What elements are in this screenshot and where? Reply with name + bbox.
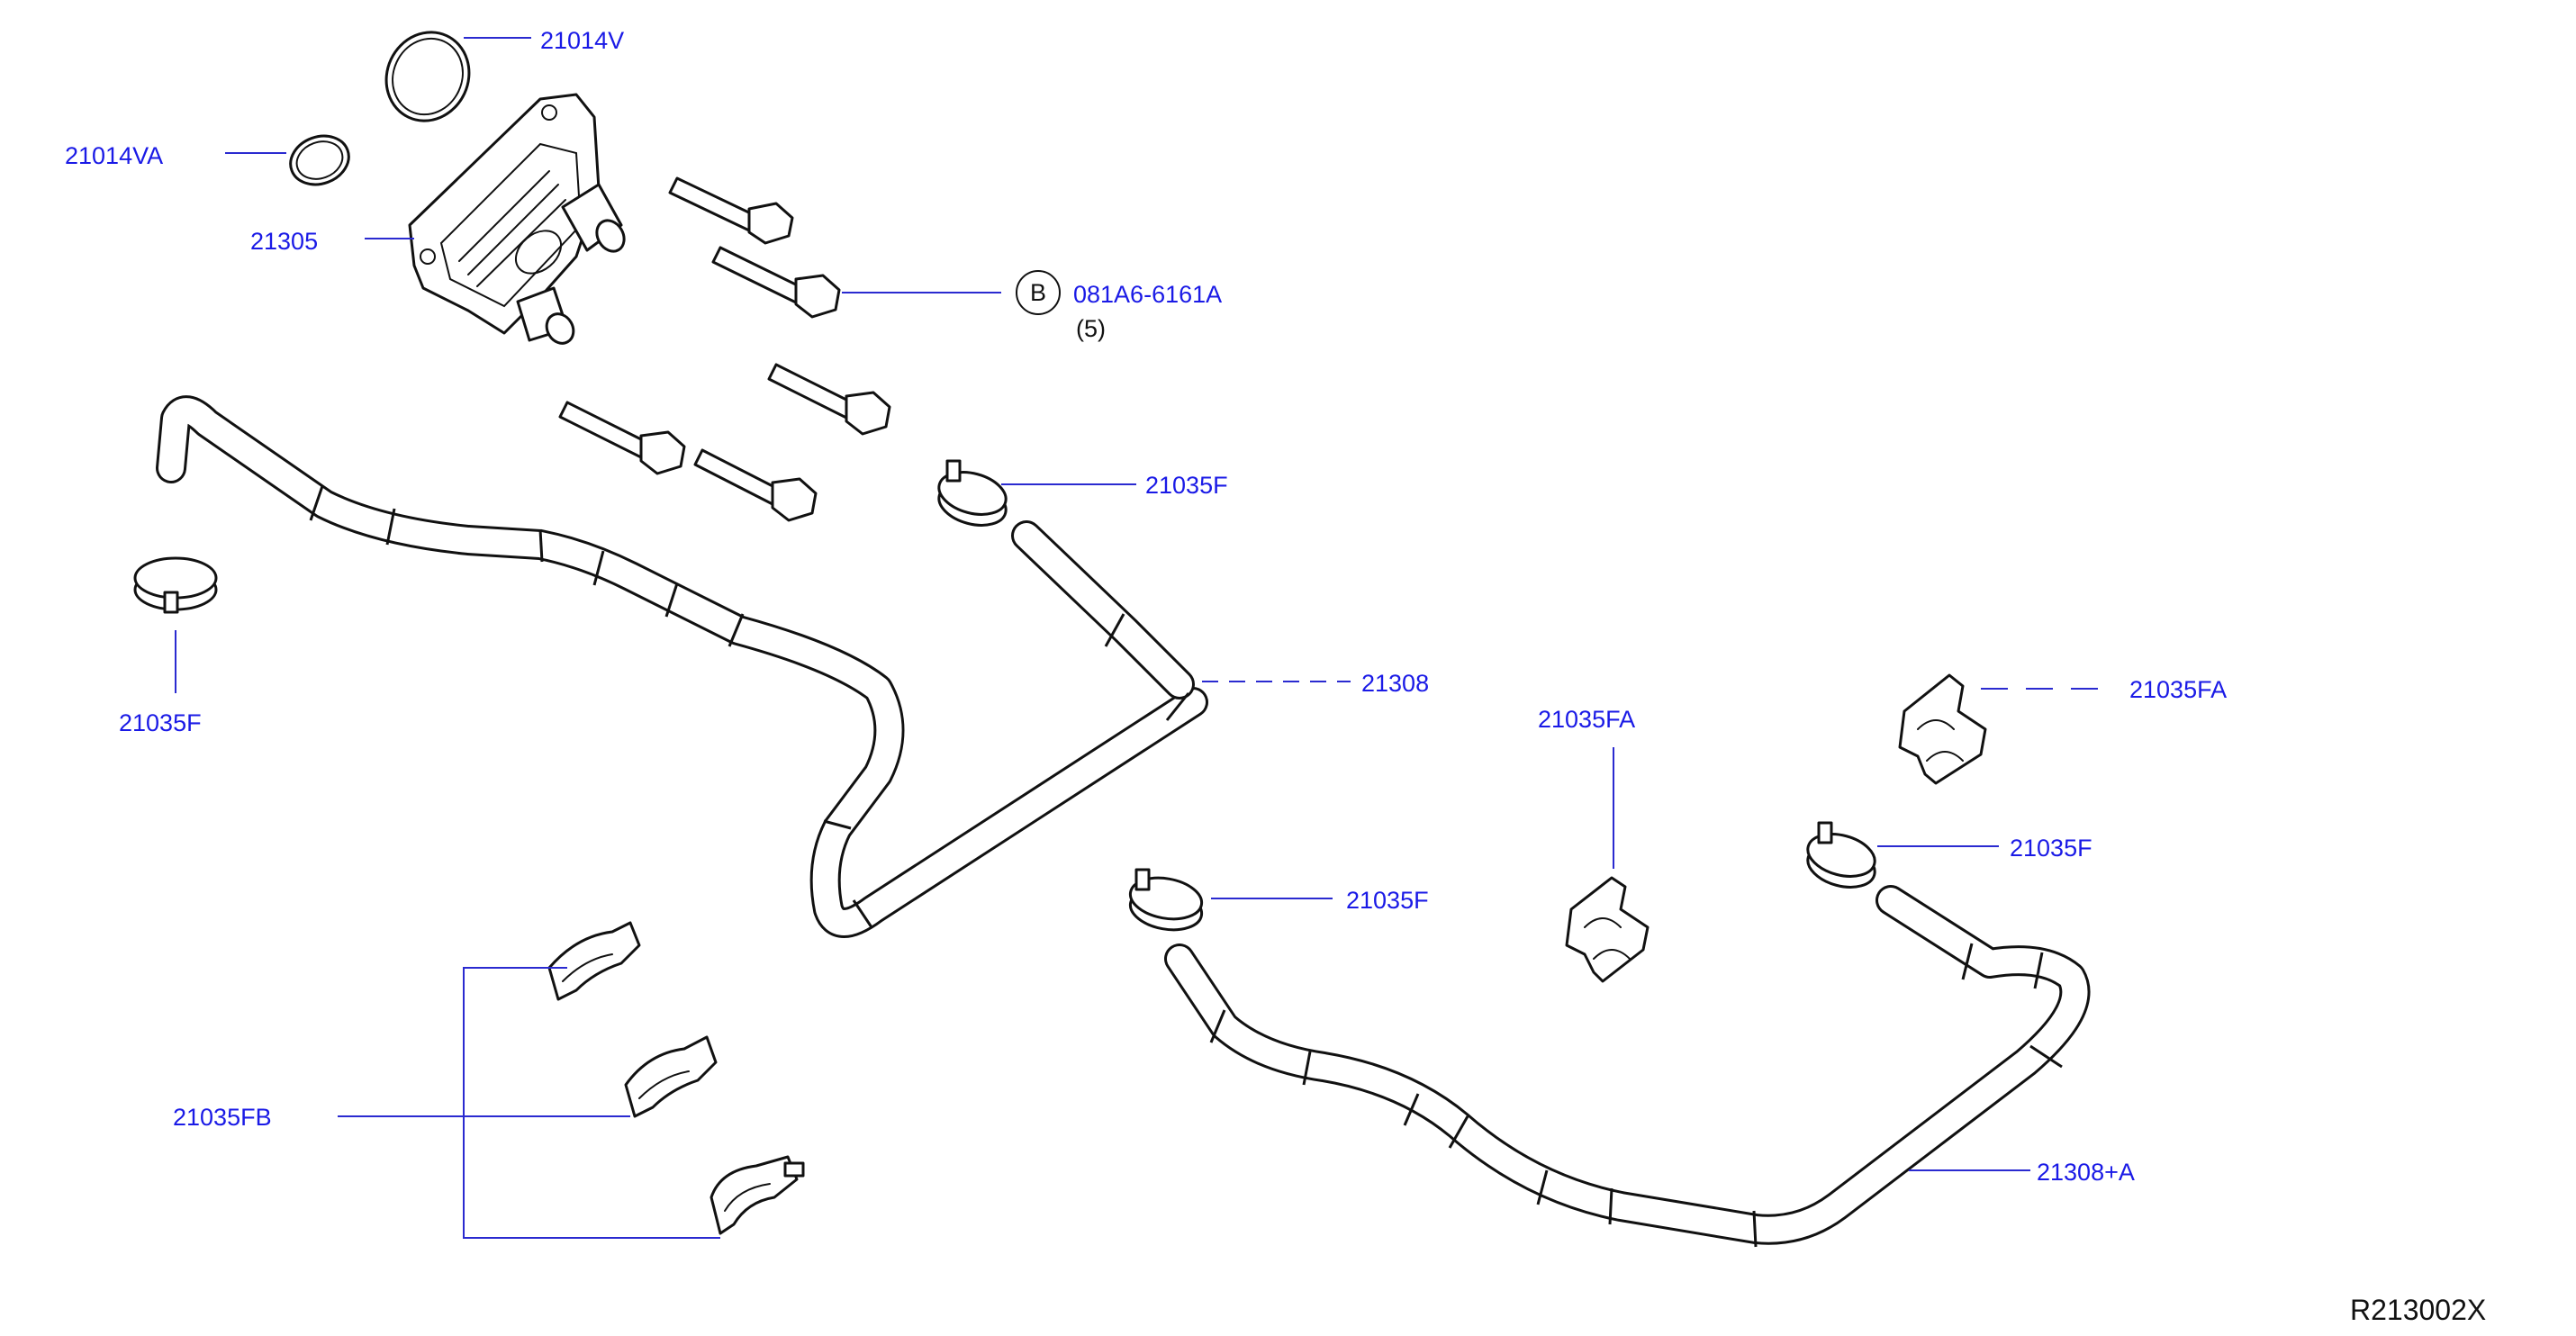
hose-upper[interactable] [156,395,1208,938]
diagram-id: R213002X [2350,1294,2486,1326]
label-clamp-top-right[interactable]: 21035F [1145,472,1228,499]
clip-center[interactable] [1565,876,1650,983]
bolt-4 [558,401,686,475]
clamp-top-right[interactable] [935,459,1011,532]
label-bolt-qty: (5) [1076,315,1106,342]
bolt-1 [668,176,794,245]
label-hose-lower[interactable]: 21308+A [2037,1159,2135,1186]
bolt-2 [711,246,841,319]
bolt-symbol-letter: B [1030,279,1046,306]
clamp-left[interactable] [133,556,218,614]
clip-right[interactable] [1898,673,1987,785]
label-clamp-right-lower[interactable]: 21035F [2010,835,2092,862]
o-ring-large[interactable] [372,19,484,135]
o-ring-small[interactable] [284,128,356,192]
label-clip-right[interactable]: 21035FA [2129,676,2227,703]
clip-fb-3[interactable] [710,1155,805,1235]
label-hose-upper[interactable]: 21308 [1361,670,1429,697]
bolt-callout-symbol: B [1016,270,1061,315]
bolts-group[interactable] [558,176,891,522]
bolt-3 [767,363,891,436]
bolt-5 [693,448,818,522]
label-oring-small[interactable]: 21014VA [65,142,163,169]
clamp-mid[interactable] [1127,868,1205,935]
label-clips-group[interactable]: 21035FB [173,1104,272,1131]
label-clamp-left[interactable]: 21035F [119,709,202,736]
clip-fb-1[interactable] [547,921,641,1001]
hose-lower[interactable] [1164,885,2091,1248]
label-clip-center[interactable]: 21035FA [1538,706,1635,733]
clip-fb-2[interactable] [624,1035,718,1118]
label-bolt[interactable]: 081A6-6161A [1073,281,1222,308]
label-clamp-mid[interactable]: 21035F [1346,887,1429,914]
label-oil-cooler[interactable]: 21305 [250,228,318,255]
label-oring-large[interactable]: 21014V [540,27,624,54]
oil-cooler[interactable] [408,93,629,348]
clamp-right-lower[interactable] [1803,821,1880,894]
